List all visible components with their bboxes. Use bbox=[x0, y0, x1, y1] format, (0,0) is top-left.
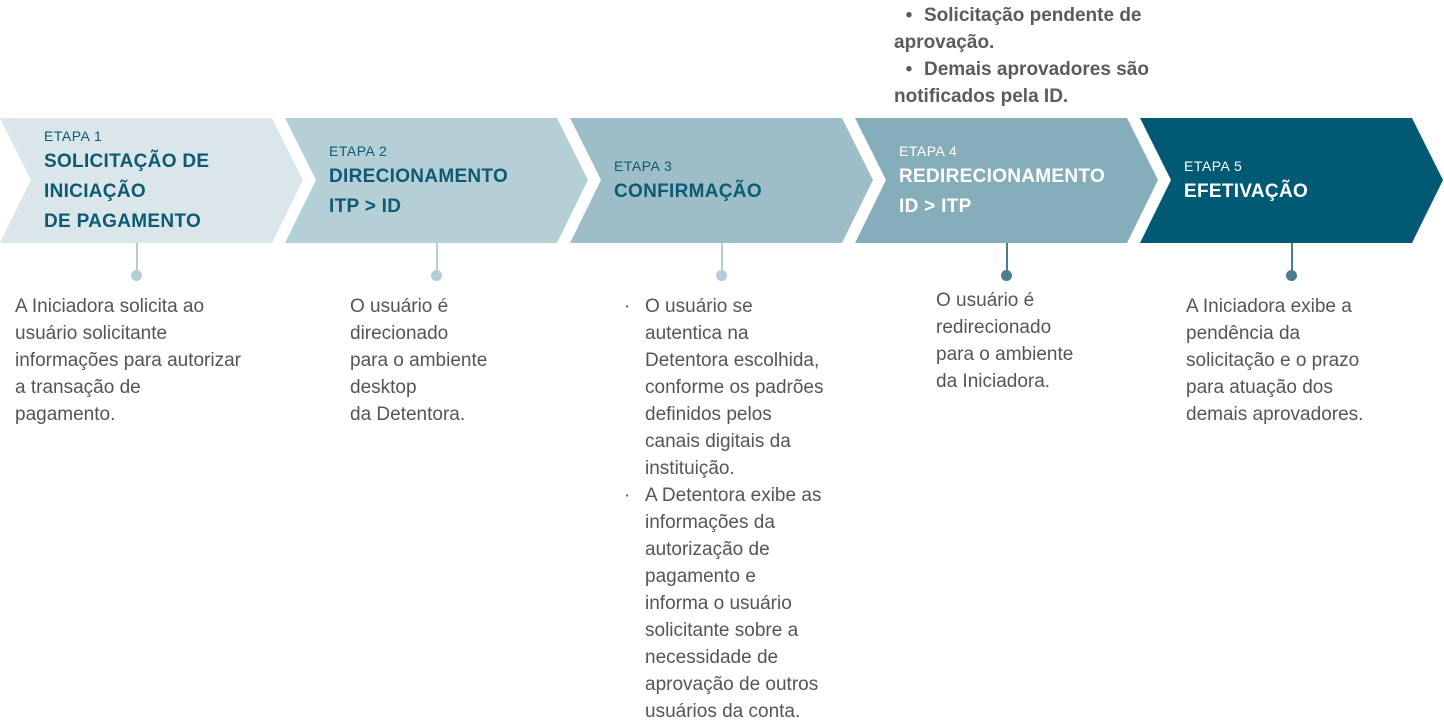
step-5-connector bbox=[1291, 243, 1293, 273]
step-2-description: O usuário é direcionado para o ambiente … bbox=[350, 296, 488, 425]
note-item: •Solicitação pendente de aprovação. bbox=[894, 2, 1194, 56]
bullet-item: · A Detentora exibe as informações da au… bbox=[624, 482, 824, 725]
step-label: ETAPA 3 bbox=[614, 158, 673, 174]
step-4-chevron bbox=[855, 118, 1158, 243]
step-title-line: ID > ITP bbox=[899, 196, 972, 217]
step-label: ETAPA 5 bbox=[1184, 158, 1243, 174]
step-4-connector bbox=[1006, 243, 1008, 273]
step-3-description: · O usuário se autentica na Detentora es… bbox=[624, 293, 824, 725]
step-1-description: A Iniciadora solicita ao usuário solicit… bbox=[15, 296, 241, 425]
step-3-chevron bbox=[570, 118, 873, 243]
step-5-dot bbox=[1286, 270, 1297, 281]
step-4-description: O usuário é redirecionado para o ambient… bbox=[936, 290, 1074, 392]
step-3-dot bbox=[716, 270, 727, 281]
step-2-dot bbox=[431, 270, 442, 281]
bullet-icon: · bbox=[624, 485, 631, 506]
bullet-icon: · bbox=[624, 296, 631, 317]
step-3-header: ETAPA 3 CONFIRMAÇÃO bbox=[614, 155, 762, 207]
step-2-connector bbox=[436, 243, 438, 273]
step-5-header: ETAPA 5 EFETIVAÇÃO bbox=[1184, 155, 1308, 207]
step-title-line: CONFIRMAÇÃO bbox=[614, 181, 762, 202]
step-label: ETAPA 4 bbox=[899, 143, 958, 159]
step-title-line: SOLICITAÇÃO DE bbox=[44, 151, 210, 172]
approval-note: •Solicitação pendente de aprovação. •Dem… bbox=[894, 2, 1194, 110]
step-title-line: DE PAGAMENTO bbox=[44, 211, 202, 232]
step-title-line: INICIAÇÃO bbox=[44, 181, 146, 202]
step-5-description: A Iniciadora exibe a pendência da solici… bbox=[1186, 296, 1364, 425]
step-title-line: ITP > ID bbox=[329, 196, 402, 217]
step-1-chevron bbox=[0, 118, 303, 243]
note-item: •Demais aprovadores são notificados pela… bbox=[894, 56, 1194, 110]
step-title-line: EFETIVAÇÃO bbox=[1184, 181, 1309, 202]
bullet-icon: • bbox=[905, 59, 913, 80]
step-1-connector bbox=[136, 243, 138, 273]
step-5-chevron bbox=[1140, 118, 1443, 243]
step-title-line: DIRECIONAMENTO bbox=[329, 166, 509, 187]
step-1-dot bbox=[131, 270, 142, 281]
step-3-connector bbox=[721, 243, 723, 273]
step-label: ETAPA 2 bbox=[329, 143, 388, 159]
step-label: ETAPA 1 bbox=[44, 128, 103, 144]
bullet-item: · O usuário se autentica na Detentora es… bbox=[624, 293, 824, 482]
step-4-dot bbox=[1001, 270, 1012, 281]
step-4-header: ETAPA 4 REDIRECIONAMENTO ID > ITP bbox=[899, 140, 1105, 222]
step-1-header: ETAPA 1 SOLICITAÇÃO DE INICIAÇÃO DE PAGA… bbox=[44, 125, 209, 237]
step-title-line: REDIRECIONAMENTO bbox=[899, 166, 1106, 187]
step-2-header: ETAPA 2 DIRECIONAMENTO ITP > ID bbox=[329, 140, 508, 222]
step-2-chevron bbox=[285, 118, 588, 243]
bullet-icon: • bbox=[905, 5, 913, 26]
